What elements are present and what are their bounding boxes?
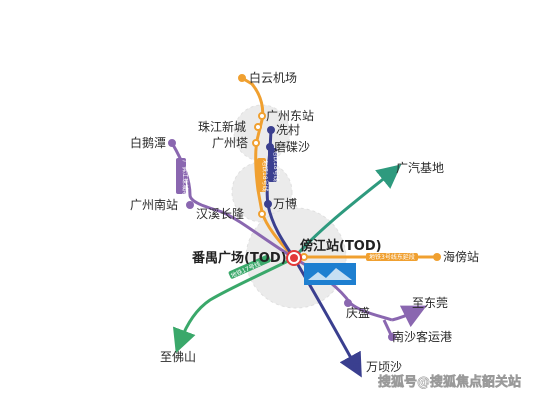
- label-haibang: 海傍站: [443, 249, 479, 264]
- label-nansha-port: 南沙客运港: [392, 329, 452, 344]
- station-labels: 白云机场 广州东站 珠江新城 广州塔 冼村 磨碟沙 白鹅潭 广州南站 汉溪长隆 …: [130, 70, 479, 374]
- station-dot-hanxi-changlong: [258, 210, 266, 218]
- navy-line: [265, 129, 362, 378]
- station-dot-modiesha: [266, 143, 274, 151]
- station-dot-guangzhou-east: [258, 112, 266, 120]
- station-dot-guangzhou-south: [186, 201, 194, 209]
- label-to-dongguan: 至东莞: [412, 296, 448, 310]
- label-panyu-square: 番禺广场(TOD): [191, 250, 287, 266]
- label-to-foshan: 至佛山: [160, 350, 196, 364]
- label-hanxi-changlong: 汉溪长隆: [196, 206, 244, 221]
- label-baiezhan: 白鹅潭: [130, 135, 166, 150]
- watermark-text: 搜狐号@搜狐焦点韶关站: [378, 374, 521, 390]
- purple-branch-to-dongguan: [391, 305, 427, 328]
- label-guangqi-base: 广汽基地: [396, 160, 444, 175]
- station-dot-baiyun-airport: [238, 74, 246, 82]
- label-baiyun-airport: 白云机场: [249, 70, 297, 85]
- label-modiesha: 磨碟沙: [274, 140, 310, 154]
- haibang-line-tag: 地铁3号线东延段: [369, 253, 415, 261]
- station-dot-guangzhou-tower: [252, 139, 260, 147]
- label-guangzhou-east: 广州东站: [266, 109, 314, 123]
- station-dot-baiezhan: [168, 139, 176, 147]
- orange-line-tag: 地铁18号线: [261, 160, 269, 192]
- station-dot-qingsheng: [344, 299, 352, 307]
- label-wanqingsha: 万顷沙: [366, 360, 402, 374]
- label-wanbo: 万博: [273, 196, 297, 211]
- tod-block: [304, 263, 356, 285]
- label-xiancun: 冼村: [276, 123, 300, 137]
- interchange-marker-icon: [286, 250, 302, 266]
- station-dot-wanbo: [264, 200, 272, 208]
- label-zhujiang-xincheng: 珠江新城: [198, 119, 246, 134]
- navy-line-tag: 地铁18号线: [272, 150, 280, 182]
- station-dot-xiancun: [267, 126, 275, 134]
- station-dot-haibang: [433, 253, 441, 261]
- green-line: [172, 256, 295, 354]
- label-pangjiang: 傍江站(TOD): [300, 238, 382, 254]
- station-dot-wanqingsha: [353, 363, 361, 371]
- label-guangzhou-south: 广州南站: [130, 197, 178, 212]
- label-guangzhou-tower: 广州塔: [212, 136, 248, 150]
- station-dots: [168, 74, 441, 371]
- purple-line-tag: 广佛江珠城际: [181, 160, 189, 196]
- station-dot-nansha-port: [388, 333, 396, 341]
- orange-line: [241, 76, 440, 260]
- label-qingsheng: 庆盛: [346, 305, 370, 320]
- station-dot-zhujiang-xincheng: [254, 123, 262, 131]
- teal-line: [292, 164, 402, 259]
